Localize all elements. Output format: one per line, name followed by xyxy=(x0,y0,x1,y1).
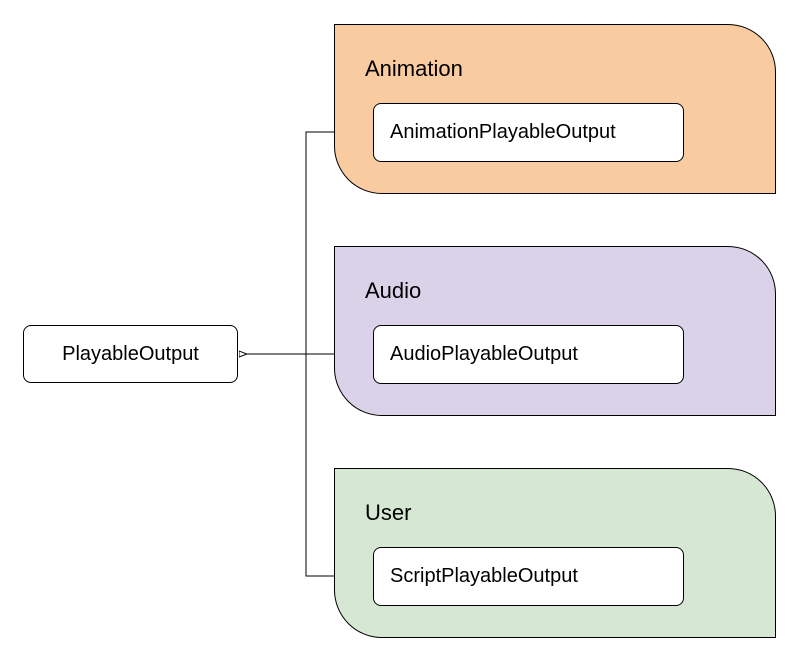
audio-group: Audio xyxy=(334,246,776,416)
user-group-title: User xyxy=(365,500,412,525)
playable-output-node[interactable]: PlayableOutput xyxy=(23,325,238,383)
animation-group-title: Animation xyxy=(365,56,463,81)
playable-output-label: PlayableOutput xyxy=(62,342,199,365)
script-playable-output-node[interactable]: ScriptPlayableOutput xyxy=(373,547,684,606)
audio-playable-output-label: AudioPlayableOutput xyxy=(390,343,578,365)
script-playable-output-label: ScriptPlayableOutput xyxy=(390,565,578,587)
animation-playable-output-node[interactable]: AnimationPlayableOutput xyxy=(373,103,684,162)
audio-playable-output-node[interactable]: AudioPlayableOutput xyxy=(373,325,684,384)
audio-group-title: Audio xyxy=(365,278,422,303)
animation-playable-output-label: AnimationPlayableOutput xyxy=(390,121,616,143)
